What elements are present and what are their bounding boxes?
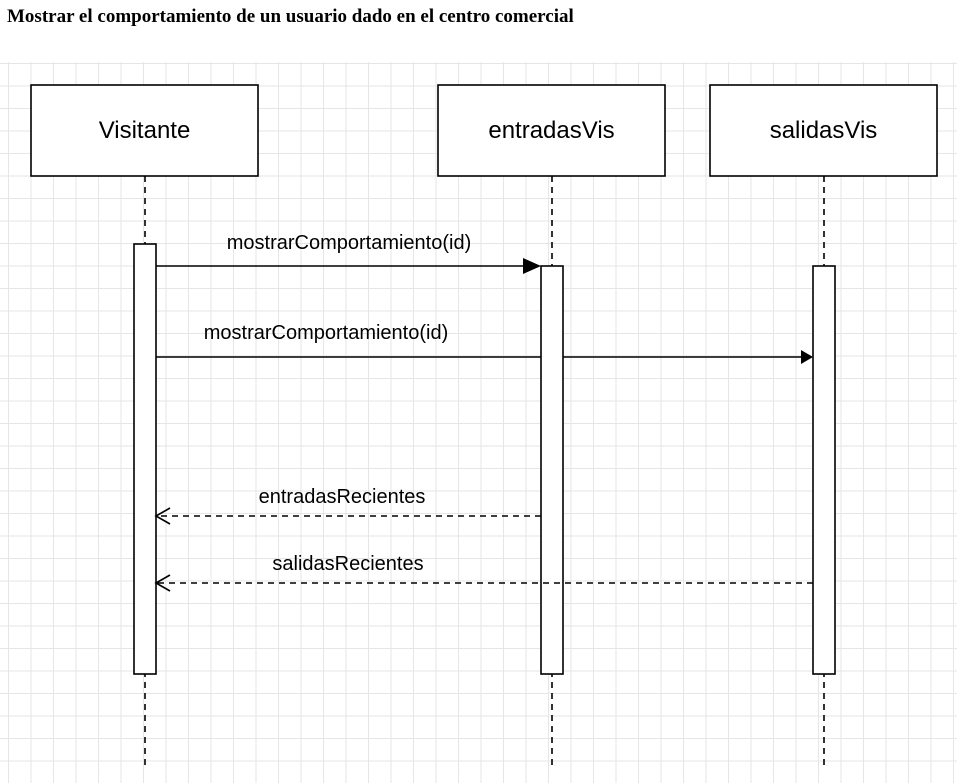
participant-label: entradasVis (488, 117, 614, 144)
participant-entradas[interactable]: entradasVis (437, 84, 666, 177)
filled-arrowhead-icon (801, 350, 813, 364)
participant-salidas[interactable]: salidasVis (709, 84, 938, 177)
participant-label: salidasVis (770, 117, 878, 144)
filled-arrowhead-icon (523, 258, 541, 274)
message-return-entradas[interactable]: entradasRecientes (154, 486, 541, 525)
activation-bar-visitante (133, 243, 157, 675)
activation-bar-entradas (540, 265, 564, 675)
message-label: mostrarComportamiento(id) (227, 232, 472, 254)
open-arrowhead-icon (154, 574, 171, 592)
message-call-to-salidas[interactable]: mostrarComportamiento(id) (156, 322, 813, 364)
message-label: salidasRecientes (272, 553, 423, 575)
message-return-salidas[interactable]: salidasRecientes (154, 553, 813, 592)
participant-label: Visitante (99, 117, 191, 144)
diagram-canvas-grid (0, 62, 957, 783)
message-label: mostrarComportamiento(id) (204, 322, 449, 344)
page-title: Mostrar el comportamiento de un usuario … (7, 6, 574, 27)
message-label: entradasRecientes (259, 486, 426, 508)
participant-visitante[interactable]: Visitante (30, 84, 259, 177)
activation-bar-salidas (812, 265, 836, 675)
open-arrowhead-icon (154, 507, 171, 525)
message-call-to-entradas[interactable]: mostrarComportamiento(id) (156, 232, 541, 274)
